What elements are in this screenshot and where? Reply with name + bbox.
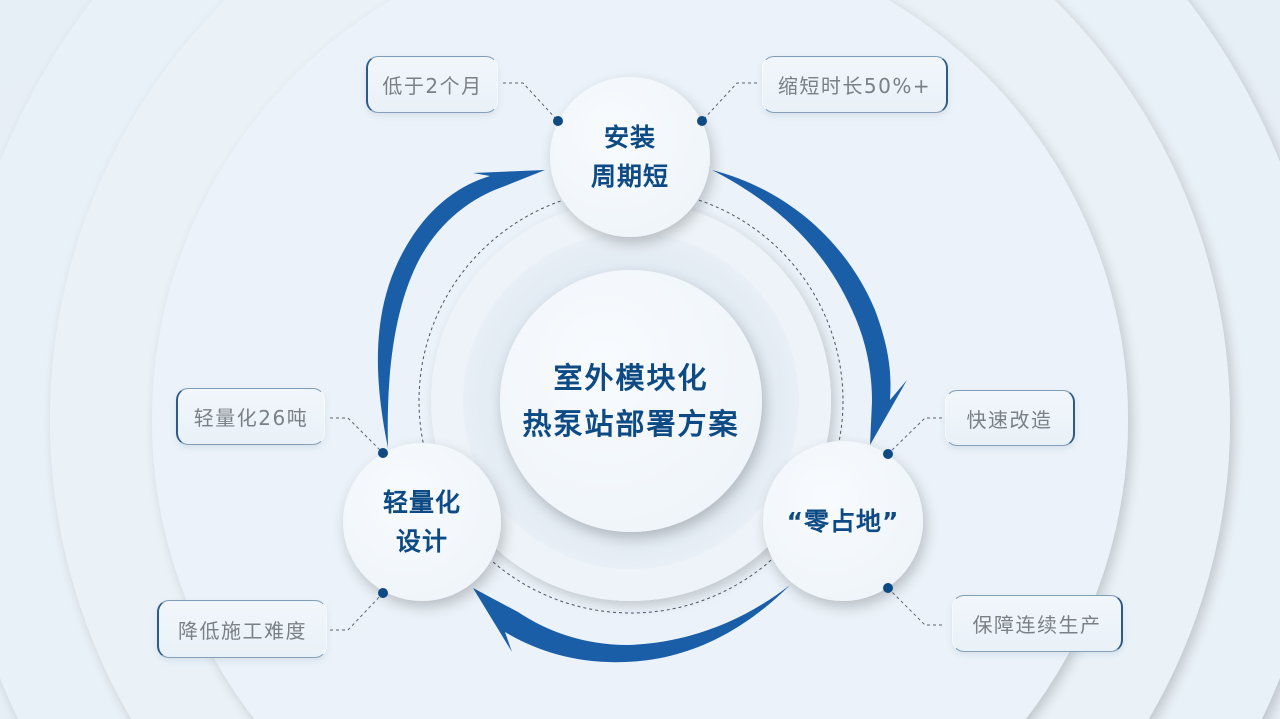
dot-icon [883, 583, 893, 593]
node-install-line2: 周期短 [590, 162, 669, 191]
label-text: 快速改造 [966, 407, 1053, 432]
label-fast-retrofit: 快速改造 [945, 390, 1075, 446]
center-title-line1: 室外模块化 [553, 361, 709, 395]
label-reduce-difficulty: 降低施工难度 [157, 600, 327, 658]
label-under-2-months: 低于2个月 [366, 56, 498, 113]
node-zero-footprint: “零占地” [763, 441, 923, 601]
node-circle-zero-footprint [763, 441, 923, 601]
node-lightweight-line1: 轻量化 [382, 488, 461, 517]
node-lightweight-design: 轻量化 设计 [343, 443, 501, 601]
center-title: 室外模块化 热泵站部署方案 [500, 270, 762, 532]
label-continuous-production: 保障连续生产 [952, 595, 1123, 652]
label-text: 缩短时长50%+ [777, 74, 932, 98]
label-text: 保障连续生产 [972, 613, 1102, 637]
center-title-line2: 热泵站部署方案 [522, 407, 740, 441]
node-lightweight-line2: 设计 [395, 527, 448, 556]
node-circle-lightweight [343, 443, 501, 601]
node-install-line1: 安装 [603, 123, 656, 152]
node-install-cycle: 安装 周期短 [550, 77, 710, 237]
label-text: 轻量化26吨 [193, 406, 309, 430]
arrow-left-to-top-icon [377, 170, 545, 448]
dot-icon [378, 588, 388, 598]
node-circle-install [550, 77, 710, 237]
cycle-arrows [377, 170, 907, 663]
dot-icon [378, 448, 388, 458]
label-text: 低于2个月 [382, 74, 483, 98]
node-zero-footprint-line1: “零占地” [786, 506, 900, 536]
dot-icon [697, 116, 707, 126]
label-lightweight-26t: 轻量化26吨 [176, 388, 325, 445]
label-text: 降低施工难度 [178, 618, 307, 643]
arrow-right-to-left-icon [473, 585, 790, 663]
connector-dots [378, 116, 893, 598]
dot-icon [883, 449, 893, 459]
center-circle [500, 270, 762, 532]
dot-icon [553, 116, 563, 126]
label-connectors [330, 82, 942, 631]
arrow-top-to-right-icon [712, 170, 907, 445]
label-shorten-50-percent: 缩短时长50%+ [762, 56, 948, 113]
